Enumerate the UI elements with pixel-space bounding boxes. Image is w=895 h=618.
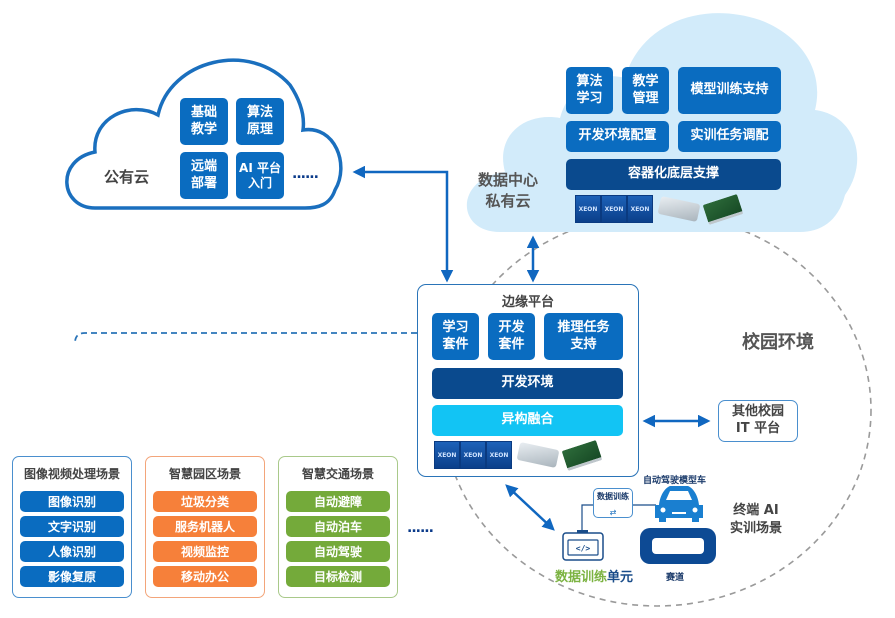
campus-title: 校园环境: [742, 332, 814, 353]
edge-heterogeneous-fusion: 异构融合: [432, 405, 623, 436]
edge-platform-title: 边缘平台: [501, 295, 554, 310]
public-cloud-item-ai-platform-intro: AI 平台入门: [236, 152, 284, 199]
xeon-processor-images: XEON XEON XEON: [575, 195, 653, 223]
scenario-item: 人像识别: [20, 541, 124, 562]
other-campus-it-platform: 其他校园 IT 平台: [718, 400, 798, 442]
public-cloud-title: 公有云: [104, 168, 150, 186]
accelerator-card-image: [657, 196, 701, 222]
scenario-item: 目标检测: [286, 566, 390, 587]
scenario-item: 图像识别: [20, 491, 124, 512]
training-unit-label: 数据训练单元: [555, 570, 634, 585]
scenario-panel-smart-campus: 智慧园区场景 垃圾分类 服务机器人 视频监控 移动办公: [145, 456, 265, 598]
model-car-label: 自动驾驶模型车: [643, 476, 707, 486]
private-cloud-item-teaching-management: 教学管理: [622, 67, 669, 114]
scenario-title: 智慧交通场景: [301, 467, 374, 481]
scenario-item: 自动泊车: [286, 516, 390, 537]
network-card-image: [702, 193, 744, 225]
private-cloud-container-base: 容器化底层支撑: [566, 159, 781, 190]
link-unit-to-training: [581, 504, 593, 533]
private-cloud-item-task-dispatch: 实训任务调配: [678, 121, 781, 152]
scenario-title: 智慧园区场景: [168, 467, 241, 481]
private-cloud-item-algorithm-learning: 算法学习: [566, 67, 613, 114]
scenario-panel-smart-traffic: 智慧交通场景 自动避障 自动泊车 自动驾驶 目标检测: [278, 456, 398, 598]
public-cloud-item-algorithm-principle: 算法原理: [236, 98, 284, 145]
xeon-processor-images: XEON XEON XEON: [434, 441, 512, 469]
public-cloud-item-remote-deploy: 远端部署: [180, 152, 228, 199]
private-cloud-title: 数据中心 私有云: [478, 171, 539, 210]
scenario-item: 自动驾驶: [286, 541, 390, 562]
campus-boundary: [442, 213, 872, 607]
scenario-item: 影像复原: [20, 566, 124, 587]
accelerator-card-image: [516, 442, 560, 468]
terminal-ai-label: 终端 AI 实训场景: [730, 503, 783, 536]
svg-text:</>: </>: [576, 544, 591, 553]
scenario-item: 服务机器人: [153, 516, 257, 537]
private-cloud-item-dev-env-config: 开发环境配置: [566, 121, 669, 152]
arrow-edge-to-unit: [505, 484, 555, 531]
network-card-image: [561, 439, 603, 471]
scenarios-more: ......: [407, 520, 434, 536]
edge-item-dev-kit: 开发套件: [488, 313, 535, 360]
bidirectional-arrow-icon: ⇄: [609, 508, 617, 517]
public-cloud-more: ......: [292, 166, 319, 182]
scenario-connector-top: [74, 332, 417, 344]
edge-dev-environment: 开发环境: [432, 368, 623, 399]
private-cloud-item-model-training: 模型训练支持: [678, 67, 781, 114]
edge-item-inference-support: 推理任务支持: [544, 313, 623, 360]
scenario-item: 视频监控: [153, 541, 257, 562]
scenario-item: 文字识别: [20, 516, 124, 537]
public-cloud-item-basic-teaching: 基础教学: [180, 98, 228, 145]
training-unit-icon: </>: [562, 530, 604, 561]
data-training-link: 数据训练 ⇄: [593, 488, 633, 518]
arrow-public-to-edge: [352, 165, 454, 283]
track-label: 赛道: [666, 573, 685, 583]
scenario-item: 自动避障: [286, 491, 390, 512]
scenario-title: 图像视频处理场景: [23, 467, 120, 481]
private-cloud-hardware: XEON XEON XEON: [575, 193, 744, 225]
scenario-panel-image-video: 图像视频处理场景 图像识别 文字识别 人像识别 影像复原: [12, 456, 132, 598]
edge-hardware: XEON XEON XEON: [434, 439, 603, 471]
edge-item-learning-kit: 学习套件: [432, 313, 479, 360]
model-car-icon: [655, 486, 703, 522]
scenario-item: 垃圾分类: [153, 491, 257, 512]
scenario-item: 移动办公: [153, 566, 257, 587]
